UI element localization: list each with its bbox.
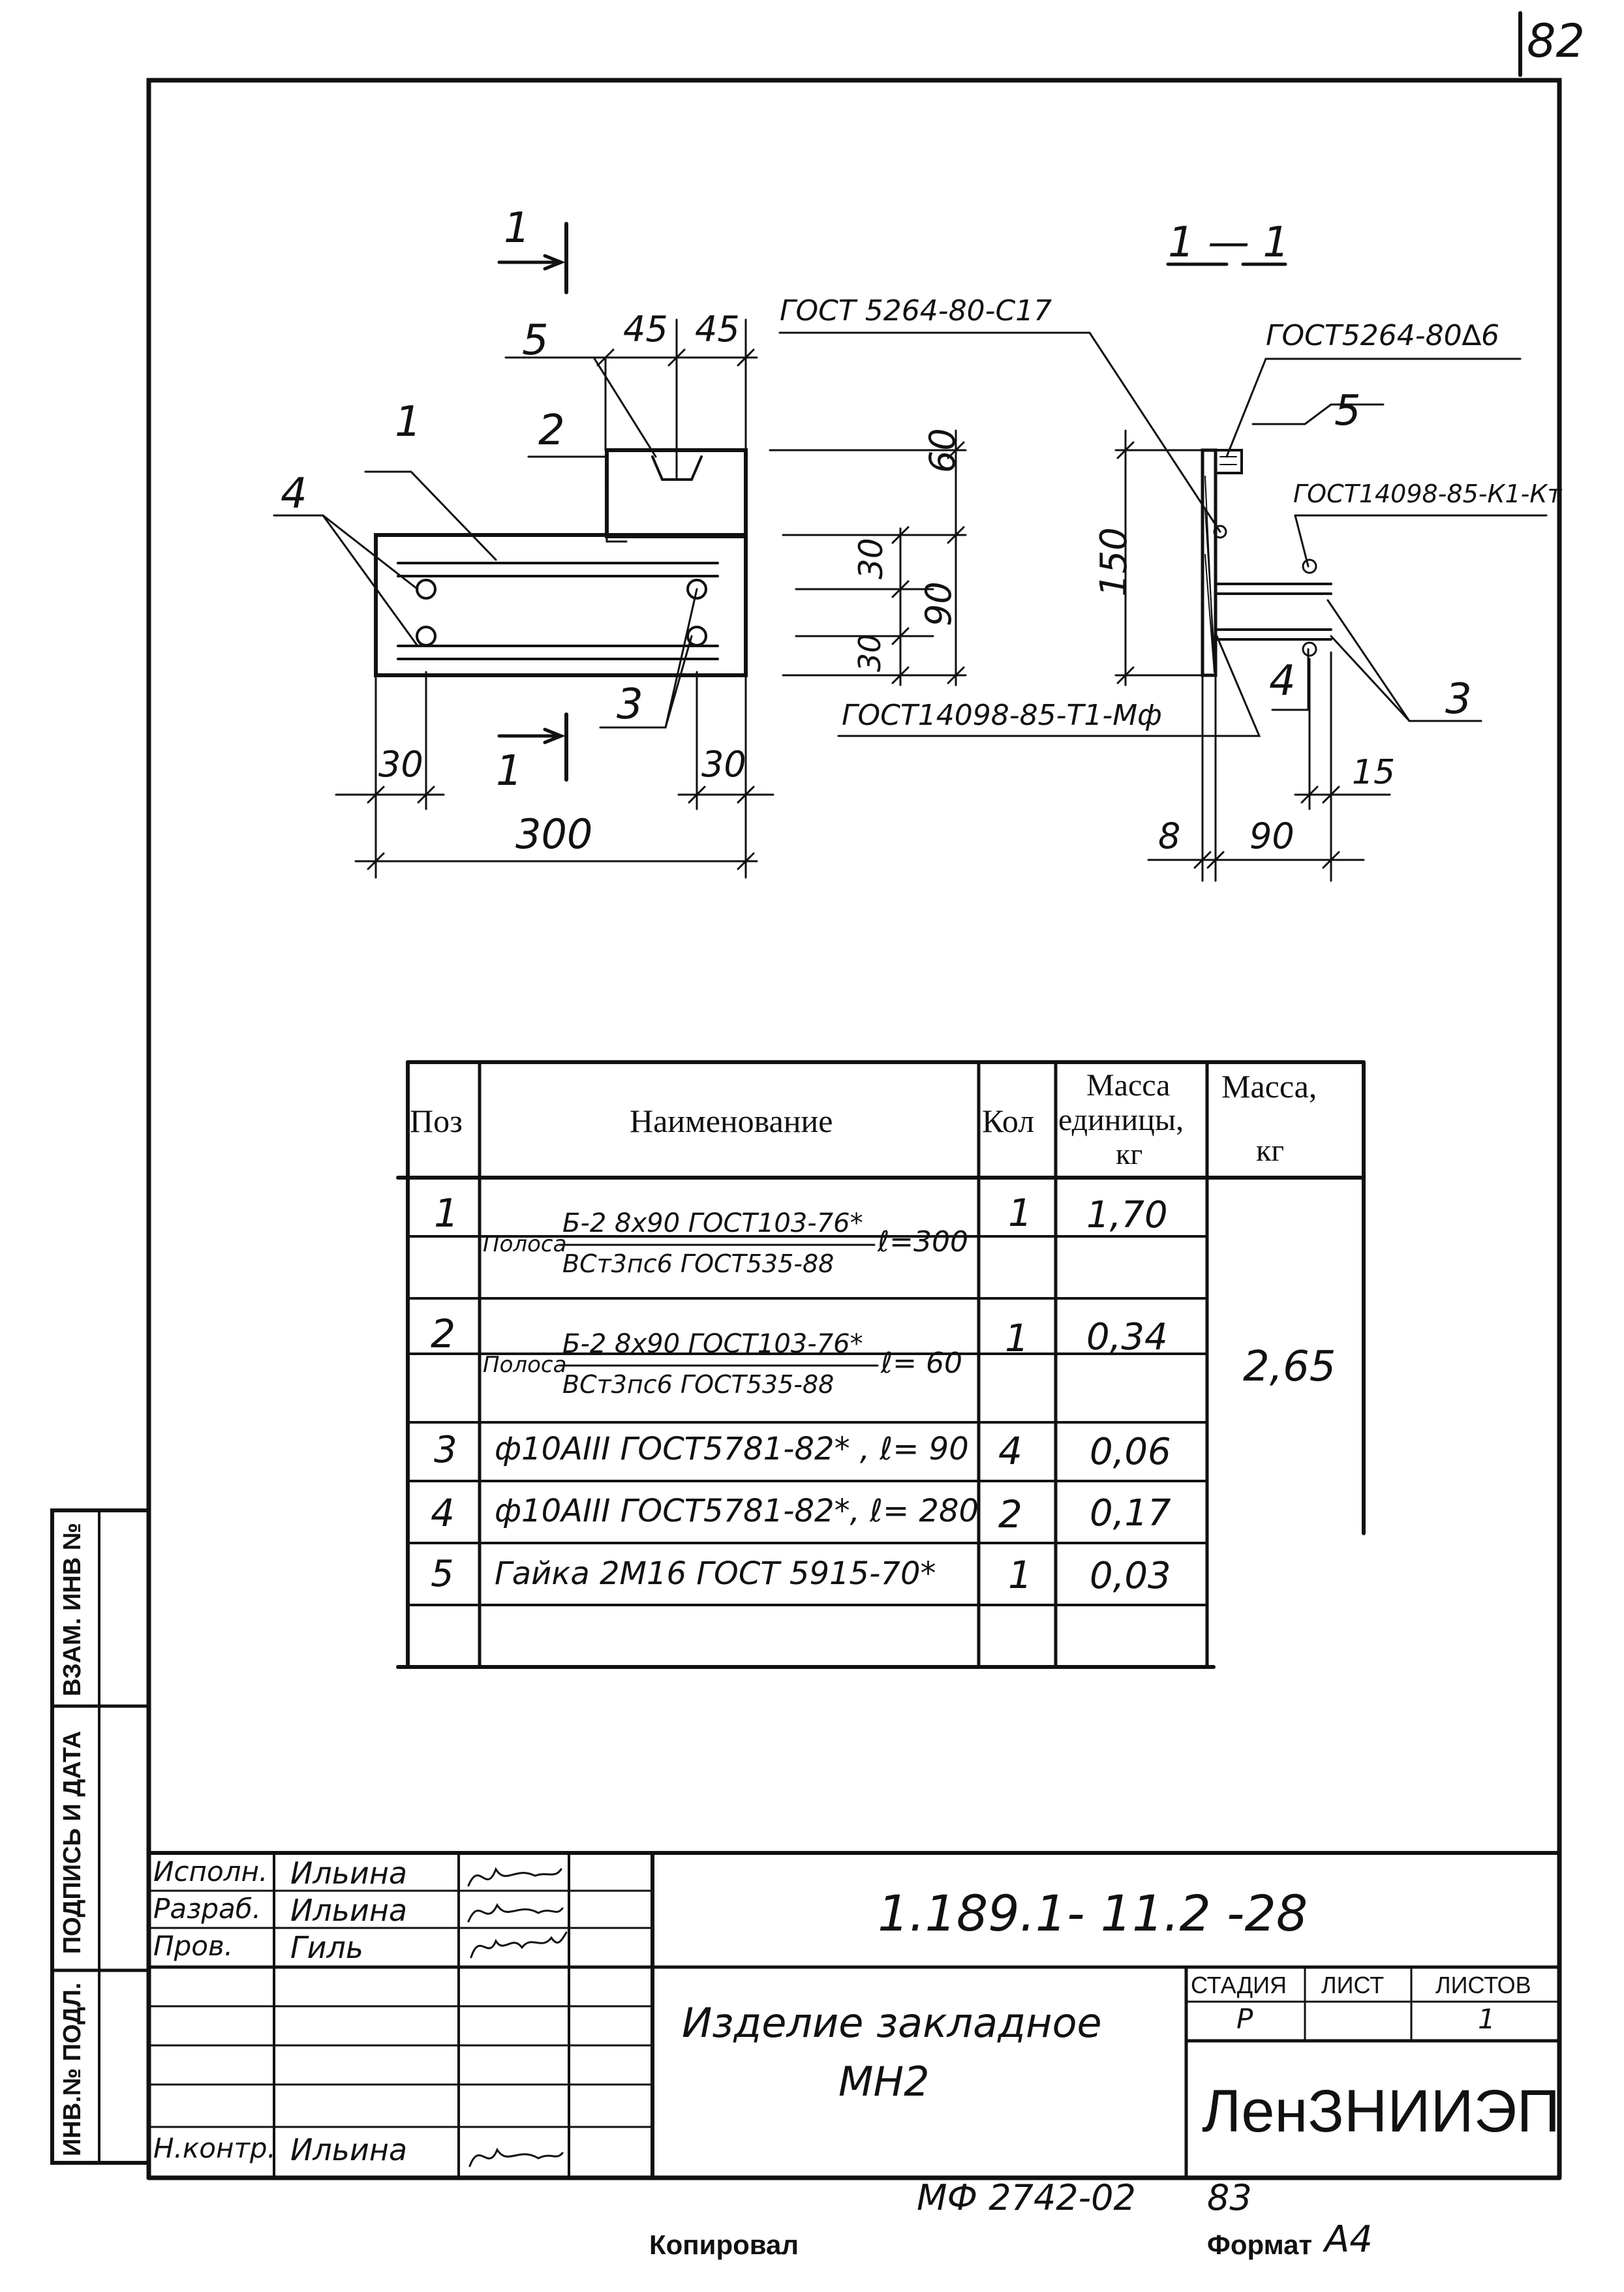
- row3-name: ф10АIII ГОСТ5781-82* , ℓ= 90: [495, 1431, 969, 1467]
- dim-90-side: 90: [1249, 816, 1295, 857]
- row4-unit-mass: 0,17: [1090, 1492, 1171, 1535]
- row2-pos: 2: [431, 1311, 456, 1357]
- row5-name: Гайка 2М16 ГОСТ 5915-70*: [495, 1555, 936, 1592]
- section-callout-5: 5: [1334, 387, 1361, 435]
- row2-denominator: ВСт3пс6 ГОСТ535-88: [562, 1370, 835, 1399]
- dim-45-right: 45: [695, 309, 740, 350]
- callout-4: 4: [281, 470, 307, 518]
- row1-pos: 1: [434, 1191, 459, 1236]
- row5-qty: 1: [1008, 1553, 1032, 1597]
- dim-30-lower: 30: [852, 634, 887, 672]
- weld-note-delta6: ГОСТ5264-80∆6: [1266, 319, 1500, 352]
- copied-label: Копировал: [649, 2229, 799, 2260]
- row4-qty: 2: [998, 1492, 1022, 1536]
- dim-150: 150: [1093, 527, 1135, 597]
- dim-30-bottom-right: 30: [701, 744, 746, 785]
- header-unit-mass-3: кг: [1116, 1137, 1143, 1170]
- section-cut-bottom: 1: [496, 747, 523, 795]
- section-title: 1 — 1: [1168, 219, 1290, 267]
- weld-note-c17: ГОСТ 5264-80-С17: [780, 294, 1052, 328]
- archive-code: МФ 2742-02: [917, 2177, 1136, 2218]
- role-norm-control: Н.контр.: [153, 2132, 276, 2164]
- sheets-value: 1: [1478, 2003, 1495, 2035]
- archive-number: 83: [1207, 2177, 1252, 2218]
- sheet-number: 82: [1527, 14, 1586, 68]
- row1-length: ℓ=300: [878, 1225, 969, 1259]
- row1-prefix: Полоса: [483, 1231, 567, 1257]
- name-norm-control: Ильина: [290, 2132, 408, 2167]
- weld-note-k1: ГОСТ14098-85-К1-Кт: [1293, 480, 1562, 508]
- callout-1: 1: [395, 398, 421, 446]
- weld-note-t1: ГОСТ14098-85-Т1-Мф: [842, 699, 1162, 732]
- row4-name: ф10АIII ГОСТ5781-82*, ℓ= 280: [495, 1493, 979, 1529]
- row1-numerator: Б-2 8х90 ГОСТ103-76*: [562, 1208, 863, 1238]
- section-cut-top: 1: [504, 204, 530, 252]
- callout-5: 5: [522, 316, 549, 365]
- dim-30-upper: 30: [852, 538, 890, 579]
- row2-prefix: Полоса: [483, 1352, 567, 1378]
- row2-numerator: Б-2 8х90 ГОСТ103-76*: [562, 1329, 863, 1359]
- row1-qty: 1: [1008, 1191, 1032, 1235]
- row3-pos: 3: [434, 1429, 457, 1471]
- header-unit-mass-2: единицы,: [1058, 1103, 1184, 1137]
- role-prov: Пров.: [153, 1930, 234, 1962]
- stage-label: СТАДИЯ: [1191, 1972, 1287, 1998]
- row3-unit-mass: 0,06: [1090, 1431, 1171, 1473]
- format-value: А4: [1325, 2218, 1373, 2261]
- row5-unit-mass: 0,03: [1090, 1555, 1171, 1597]
- stage-value: Р: [1236, 2003, 1253, 2035]
- header-qty: Кол: [982, 1103, 1035, 1139]
- callout-3: 3: [617, 680, 643, 729]
- document-code: 1.189.1- 11.2 -28: [878, 1884, 1308, 1942]
- dim-90: 90: [918, 581, 959, 626]
- dim-60: 60: [922, 428, 963, 473]
- name-razrab: Ильина: [290, 1893, 408, 1928]
- organization-name: ЛенЗНИИЭП: [1202, 2078, 1560, 2145]
- row1-denominator: ВСт3пс6 ГОСТ535-88: [562, 1249, 835, 1278]
- section-callout-3: 3: [1445, 675, 1472, 724]
- dim-8: 8: [1158, 816, 1181, 857]
- format-label: Формат: [1207, 2229, 1313, 2260]
- row1-unit-mass: 1,70: [1086, 1194, 1168, 1236]
- row2-qty: 1: [1005, 1316, 1029, 1360]
- side-stamp-podpis: ПОДПИСЬ И ДАТА: [59, 1730, 86, 1954]
- dim-45-left: 45: [623, 309, 668, 350]
- name-prov: Гиль: [290, 1930, 364, 1965]
- row3-qty: 4: [998, 1429, 1022, 1473]
- row2-unit-mass: 0,34: [1086, 1316, 1168, 1358]
- item-title-line1: Изделие закладное: [682, 1999, 1102, 2047]
- row4-pos: 4: [431, 1491, 455, 1535]
- name-ispoln: Ильина: [290, 1856, 408, 1891]
- item-title-line2: МН2: [838, 2058, 930, 2105]
- total-mass: 2,65: [1243, 1343, 1336, 1391]
- sheet-label: ЛИСТ: [1321, 1972, 1385, 1998]
- header-mass-1: Масса,: [1221, 1068, 1317, 1105]
- header-name: Наименование: [630, 1103, 833, 1139]
- section-callout-4: 4: [1269, 657, 1296, 705]
- sheets-label: ЛИСТОВ: [1435, 1972, 1531, 1998]
- callout-2: 2: [538, 406, 565, 455]
- role-razrab: Разраб.: [153, 1893, 262, 1925]
- header-unit-mass-1: Масса: [1086, 1068, 1171, 1103]
- side-stamp-inv: ИНВ.№ ПОДЛ.: [59, 1982, 86, 2156]
- dim-15: 15: [1352, 753, 1396, 792]
- side-stamp-vzam: ВЗАМ. ИНВ №: [59, 1522, 86, 1696]
- row5-pos: 5: [431, 1553, 454, 1595]
- dim-30-bottom-left: 30: [378, 744, 423, 785]
- role-ispoln: Исполн.: [153, 1856, 268, 1887]
- header-pos: Поз: [410, 1103, 463, 1139]
- header-mass-2: кг: [1256, 1133, 1285, 1168]
- dim-300: 300: [515, 810, 593, 858]
- row2-length: ℓ= 60: [881, 1347, 963, 1380]
